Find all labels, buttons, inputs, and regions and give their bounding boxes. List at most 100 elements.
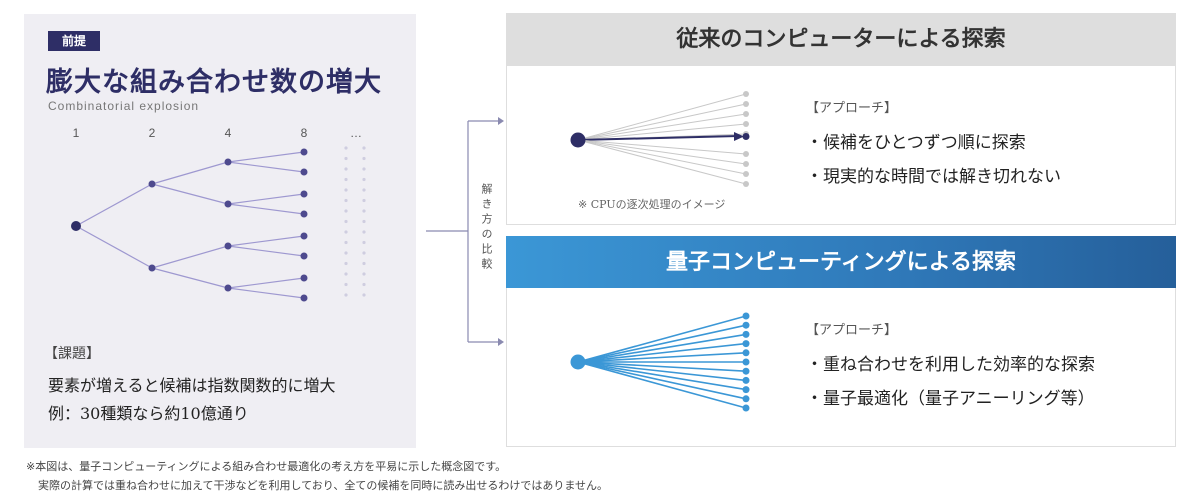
ellipsis-dot — [344, 209, 348, 213]
tree-edge — [151, 245, 229, 269]
candidate-node — [743, 181, 749, 187]
candidate-node — [742, 321, 750, 329]
ellipsis-dot — [362, 177, 366, 182]
ellipsis-dot — [362, 293, 366, 297]
ellipsis-dot — [344, 282, 348, 287]
tree-edge — [151, 161, 229, 185]
candidate-node — [742, 367, 750, 375]
ellipsis-dot — [344, 198, 348, 203]
tree-node — [224, 284, 232, 292]
search-line — [577, 361, 747, 409]
quantum-search-panel — [506, 288, 1176, 447]
search-line — [577, 315, 747, 363]
combinatorial-tree-diagram: 1 2 4 8 … — [71, 126, 366, 302]
ellipsis-dot — [344, 272, 348, 276]
parallel-search-diagram — [570, 312, 750, 412]
classical-bullet-1: ・候補をひとつずつ順に探索 — [806, 133, 1026, 153]
issue-text-line1: 要素が増えると候補は指数関数的に増大 — [48, 376, 336, 395]
search-line — [577, 342, 747, 363]
level-label-4: 4 — [225, 126, 232, 140]
candidate-node — [742, 330, 750, 338]
ellipsis-dot — [344, 261, 348, 266]
ellipsis-dot — [362, 230, 366, 234]
tree-edge — [227, 151, 305, 163]
candidate-node — [743, 111, 749, 117]
search-line — [577, 361, 747, 400]
sequential-search-diagram — [570, 91, 750, 187]
tree-edge — [227, 287, 305, 299]
comparison-connector — [426, 117, 504, 346]
premise-panel — [24, 14, 416, 448]
arrow-right-icon — [498, 117, 504, 125]
level-label-more: … — [350, 126, 362, 140]
tree-edge — [227, 203, 305, 215]
search-line — [577, 139, 747, 175]
ellipsis-dot — [362, 146, 366, 150]
candidate-node — [742, 395, 750, 403]
ellipsis-dot — [344, 219, 348, 224]
tree-node — [300, 232, 308, 240]
classical-bullet-2: ・現実的な時間では解き切れない — [806, 167, 1061, 187]
ellipsis-dot — [362, 198, 366, 203]
tree-node — [148, 180, 156, 188]
candidate-node — [743, 151, 749, 157]
tree-node — [300, 274, 308, 282]
search-line — [577, 139, 747, 155]
ellipsis-dot — [362, 272, 366, 276]
ellipsis-dot — [362, 282, 366, 287]
panel-subtitle: Combinatorial explosion — [48, 99, 200, 113]
ellipsis-dot — [344, 293, 348, 297]
ellipsis-dot — [344, 230, 348, 234]
ellipsis-dot — [362, 219, 366, 224]
tree-edge — [227, 193, 305, 205]
tree-node — [300, 190, 308, 198]
comparison-label: 解き方の比較 — [478, 183, 494, 273]
tree-node — [300, 168, 308, 176]
ellipsis-dot — [344, 177, 348, 182]
candidate-node — [743, 161, 749, 167]
arrow-right-icon — [498, 338, 504, 346]
search-line — [577, 333, 747, 363]
tree-node — [300, 252, 308, 260]
premise-badge: 前提 — [48, 31, 100, 51]
footnote-line1: ※本図は、量子コンピューティングによる組み合わせ最適化の考え方を平易に示した概念… — [26, 460, 507, 473]
tree-edge — [75, 183, 153, 227]
tree-edge — [227, 161, 305, 173]
candidate-node — [743, 171, 749, 177]
panel-title: 膨大な組み合わせ数の増大 — [46, 67, 382, 98]
candidate-node — [743, 121, 749, 127]
tree-node — [224, 158, 232, 166]
search-line — [577, 361, 747, 391]
tree-node — [148, 264, 156, 272]
ellipsis-dot — [362, 261, 366, 266]
candidate-node — [742, 404, 750, 412]
quantum-bullet-2: ・量子最適化（量子アニーリング等） — [806, 389, 1095, 409]
ellipsis-dot — [344, 156, 348, 161]
tree-edge — [151, 267, 229, 289]
level-label-2: 2 — [149, 126, 156, 140]
cpu-start-node — [570, 132, 586, 148]
ellipsis-dot — [362, 209, 366, 213]
candidate-node — [742, 358, 750, 366]
tree-node — [224, 200, 232, 208]
search-line — [577, 123, 747, 141]
candidate-node — [742, 349, 750, 357]
search-line — [577, 139, 747, 165]
search-line — [577, 361, 747, 382]
candidate-node — [742, 340, 750, 348]
arrow-right-icon — [734, 132, 744, 141]
issue-label: 【課題】 — [44, 346, 100, 362]
ellipsis-dot — [344, 146, 348, 150]
tree-edge — [75, 225, 153, 269]
cpu-caption: ※ CPUの逐次処理のイメージ — [578, 198, 726, 211]
tree-edge — [227, 277, 305, 289]
level-label-1: 1 — [73, 126, 80, 140]
candidate-node — [742, 312, 750, 320]
issue-text-line2: 例：30種類なら約10億通り — [48, 404, 249, 423]
quantum-search-header: 量子コンピューティングによる探索 — [506, 236, 1176, 288]
search-line — [577, 139, 747, 185]
search-line — [577, 361, 747, 372]
candidate-node — [742, 133, 750, 140]
ellipsis-dot — [362, 251, 366, 255]
tree-root-node — [71, 221, 81, 231]
